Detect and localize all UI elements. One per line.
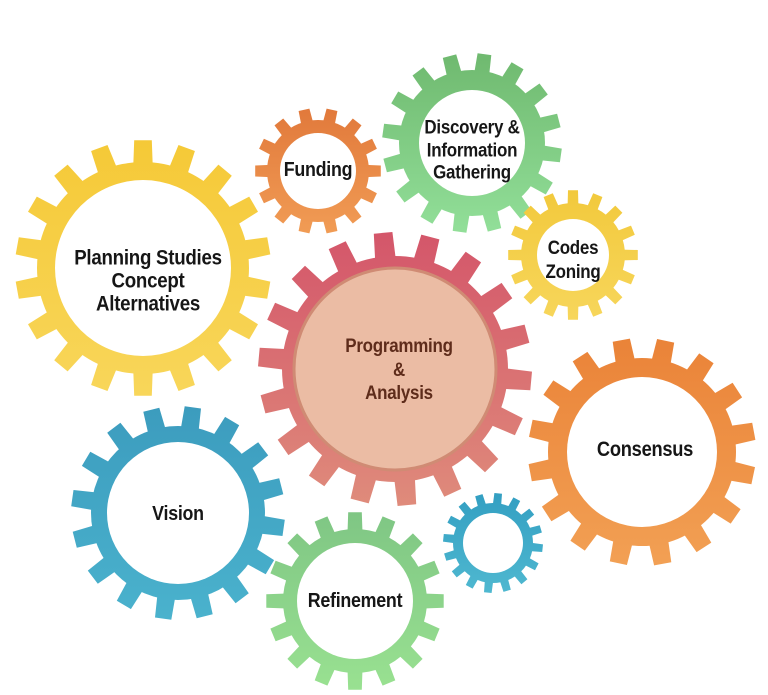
label-refinement: Refinement	[308, 589, 403, 613]
label-line: Discovery &	[424, 116, 520, 139]
gear-vision	[71, 406, 285, 620]
label-discovery-information-gathering: Discovery & Information Gathering	[424, 116, 519, 184]
label-line: &	[392, 358, 406, 381]
label-vision: Vision	[152, 502, 204, 526]
gear-codes	[508, 190, 638, 320]
label-planning-studies: Planning Studies Concept Alternatives	[74, 245, 222, 316]
label-line: Alternatives	[96, 291, 200, 316]
label-line: Consensus	[596, 438, 694, 461]
gear-discovery	[382, 53, 562, 233]
gear-consensus	[528, 338, 756, 566]
label-line: Concept	[111, 268, 185, 293]
label-funding: Funding	[283, 158, 353, 182]
label-programming-analysis: Programming & Analysis	[345, 334, 453, 406]
label-line: Planning Studies	[74, 245, 222, 270]
gear-funding	[255, 108, 381, 234]
gear-planning	[15, 140, 271, 396]
label-line: Zoning	[545, 261, 601, 283]
gear-small	[443, 493, 543, 593]
label-line: Programming	[345, 334, 453, 357]
label-line: Funding	[283, 158, 353, 181]
gear-programming	[258, 232, 532, 506]
label-line: Gathering	[433, 161, 511, 184]
label-line: Information	[426, 138, 518, 161]
label-line: Codes	[547, 237, 599, 259]
label-line: Vision	[152, 502, 204, 525]
label-codes-zoning: Codes Zoning	[546, 236, 601, 284]
label-line: Analysis	[365, 381, 433, 404]
label-consensus: Consensus	[597, 438, 693, 462]
label-line: Refinement	[307, 589, 403, 612]
gear-refinement	[266, 512, 444, 690]
